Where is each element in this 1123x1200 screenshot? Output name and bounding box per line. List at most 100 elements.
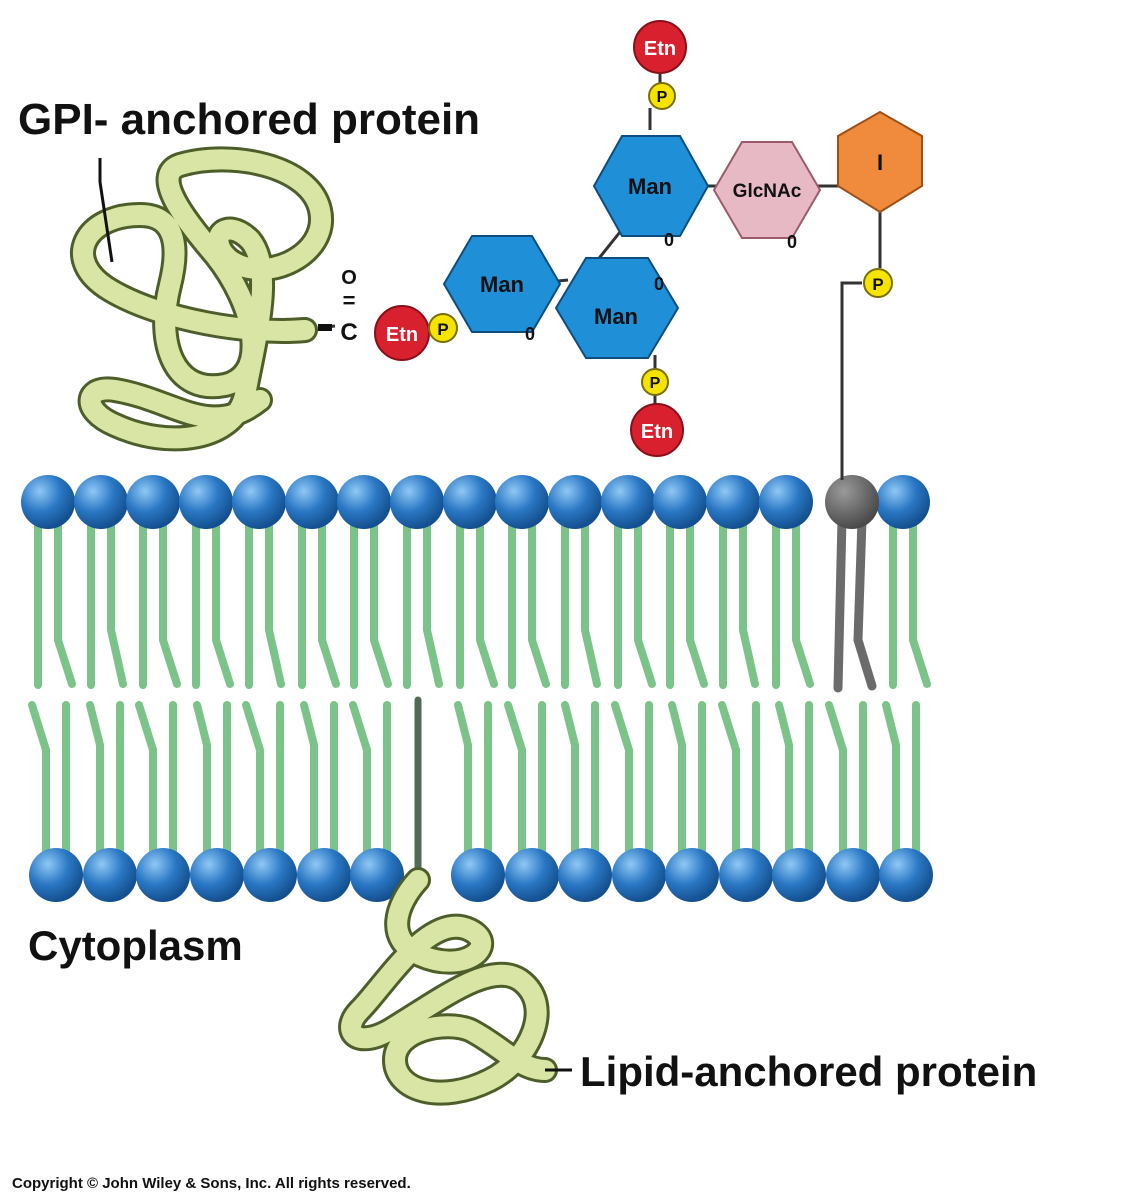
- man-3-oxygen: 0: [664, 230, 674, 250]
- lipid-tail: [265, 516, 285, 688]
- gpi-lipid-head: [825, 475, 879, 529]
- lipid-head: [190, 848, 244, 902]
- lipid-head: [612, 848, 666, 902]
- man-residue-2-label: Man: [594, 304, 638, 329]
- glcnac-residue-label: GlcNAc: [733, 181, 802, 202]
- gpi-lipid-tails: [833, 515, 877, 693]
- lipid-head: [179, 475, 233, 529]
- lipid-tail: [686, 516, 708, 688]
- lipid-head: [706, 475, 760, 529]
- lipid-tail: [668, 701, 686, 864]
- lipid-tail: [135, 701, 157, 864]
- lipid-head: [297, 848, 351, 902]
- phosphate-3-shape: [641, 368, 669, 396]
- lipid-tail: [528, 516, 550, 688]
- gpi-anchored-protein-label: GPI- anchored protein: [18, 95, 480, 144]
- lipid-tail: [212, 516, 234, 688]
- lipid-head: [451, 848, 505, 902]
- lipid-head: [74, 475, 128, 529]
- lipid-tail: [561, 701, 579, 864]
- lipid-head: [759, 475, 813, 529]
- lipid-head: [876, 475, 930, 529]
- ester-bond: [318, 324, 332, 331]
- lipid-head: [653, 475, 707, 529]
- lipid-anchored-protein-label: Lipid-anchored protein: [580, 1048, 1037, 1095]
- lipid-tail: [581, 516, 601, 688]
- lipid-head: [495, 475, 549, 529]
- inner-leaflet-tails: [28, 701, 920, 864]
- lipid-tail: [504, 701, 526, 864]
- phosphate-1-shape: [428, 313, 458, 343]
- lipid-tail: [107, 516, 127, 688]
- outer-leaflet-tails: [34, 516, 931, 689]
- lipid-tail: [54, 516, 76, 688]
- lipid-head: [243, 848, 297, 902]
- etn-residue-3-label: Etn: [641, 421, 673, 443]
- lipid-head: [337, 475, 391, 529]
- lipid-tail: [825, 701, 847, 864]
- etn-residue-3-shape: [630, 403, 684, 457]
- phosphate-3-label: P: [650, 375, 661, 392]
- lipid-tail: [349, 701, 371, 864]
- lipid-head: [601, 475, 655, 529]
- man-residue-3-label: Man: [628, 174, 672, 199]
- lipid-head: [665, 848, 719, 902]
- glcnac-oxygen: 0: [787, 232, 797, 252]
- lipid-head: [232, 475, 286, 529]
- carbonyl-oxygen: O: [341, 267, 357, 289]
- lipid-tail: [370, 516, 392, 688]
- lipid-head: [505, 848, 559, 902]
- phosphate-4-label: P: [872, 275, 883, 294]
- lipid-head: [350, 848, 404, 902]
- phosphate-2-label: P: [657, 89, 668, 106]
- lipid-head: [443, 475, 497, 529]
- etn-residue-2-shape: [633, 20, 687, 74]
- lipid-tail: [159, 516, 181, 688]
- lipid-head: [21, 475, 75, 529]
- lipid-head: [772, 848, 826, 902]
- lipid-head: [390, 475, 444, 529]
- etn-residue-2-label: Etn: [644, 38, 676, 60]
- carbonyl-carbon: C: [340, 319, 357, 346]
- lipid-tail: [611, 701, 633, 864]
- lipid-tail: [909, 516, 931, 688]
- phosphate-2-shape: [648, 82, 676, 110]
- lipid-head: [548, 475, 602, 529]
- lipid-tail: [739, 516, 759, 688]
- lipid-tail: [476, 516, 498, 688]
- lipid-tail: [28, 701, 50, 864]
- inositol-residue-shape: [837, 110, 923, 214]
- copyright-notice: Copyright © John Wiley & Sons, Inc. All …: [12, 1175, 411, 1192]
- carbonyl-double-bond: =: [343, 288, 356, 313]
- lipid-tail: [423, 516, 443, 688]
- lipid-tail: [193, 701, 211, 864]
- man-residue-1-shape: [442, 235, 562, 333]
- lipid-tail: [882, 701, 900, 864]
- lipid-head: [879, 848, 933, 902]
- inner-leaflet-heads: [29, 848, 933, 902]
- lipid-head: [126, 475, 180, 529]
- gpi-anchored-protein: [70, 146, 334, 452]
- glcnac-residue-shape: [712, 141, 822, 239]
- man-residue-2-shape: [554, 257, 680, 359]
- man-residue-3-shape: [592, 135, 710, 237]
- man-residue-1-label: Man: [480, 272, 524, 297]
- lipid-tail: [86, 701, 104, 864]
- lipid-tail: [454, 701, 472, 864]
- lipid-head: [285, 475, 339, 529]
- lipid-head: [719, 848, 773, 902]
- phosphate-4-shape: [863, 268, 893, 298]
- lipid-head: [83, 848, 137, 902]
- inositol-residue-label: I: [877, 150, 883, 175]
- lipid-head: [29, 848, 83, 902]
- lipid-tail: [318, 516, 340, 688]
- lipid-tail: [718, 701, 740, 864]
- lipid-tail: [792, 516, 814, 688]
- lipid-tail: [300, 701, 318, 864]
- man-1-oxygen: 0: [525, 324, 535, 344]
- lipid-tail: [775, 701, 793, 864]
- outer-leaflet-heads: [21, 475, 930, 529]
- cytoplasm-label: Cytoplasm: [28, 922, 243, 969]
- gpi-label-leader: [98, 158, 114, 263]
- lipid-tail: [242, 701, 264, 864]
